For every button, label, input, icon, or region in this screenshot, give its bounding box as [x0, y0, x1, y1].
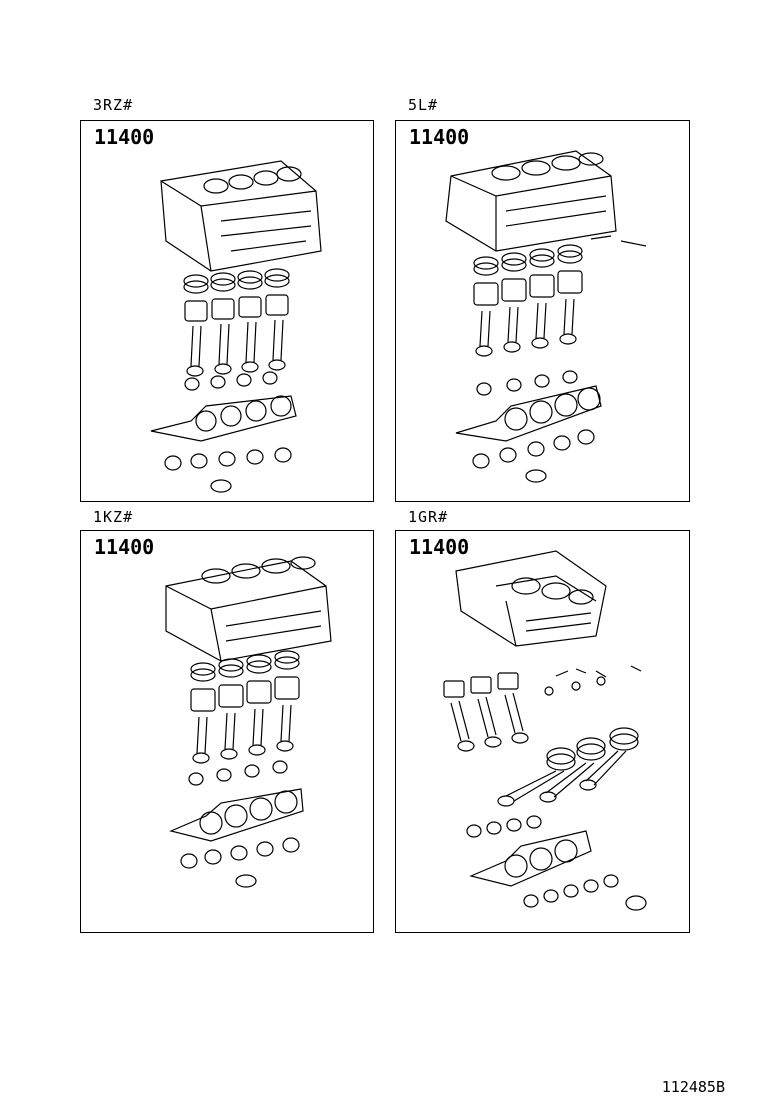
panel-3rz: 11400: [80, 120, 374, 502]
engine-label-1gr: 1GR#: [408, 508, 449, 526]
engine-parts-illustration-1kz: [81, 531, 375, 934]
engine-parts-illustration-1gr: [396, 531, 691, 934]
illustration-code: 112485B: [661, 1078, 725, 1096]
panel-5l: 11400: [395, 120, 690, 502]
engine-label-3rz: 3RZ#: [93, 96, 134, 114]
engine-parts-illustration-5l: [396, 121, 691, 503]
panel-1gr: 11400: [395, 530, 690, 933]
engine-label-5l: 5L#: [408, 96, 439, 114]
part-number-3rz[interactable]: 11400: [94, 125, 155, 149]
part-number-5l[interactable]: 11400: [409, 125, 470, 149]
engine-label-1kz: 1KZ#: [93, 508, 134, 526]
panel-1kz: 11400: [80, 530, 374, 933]
part-number-1kz[interactable]: 11400: [94, 535, 155, 559]
part-number-1gr[interactable]: 11400: [409, 535, 470, 559]
engine-parts-illustration-3rz: [81, 121, 375, 503]
